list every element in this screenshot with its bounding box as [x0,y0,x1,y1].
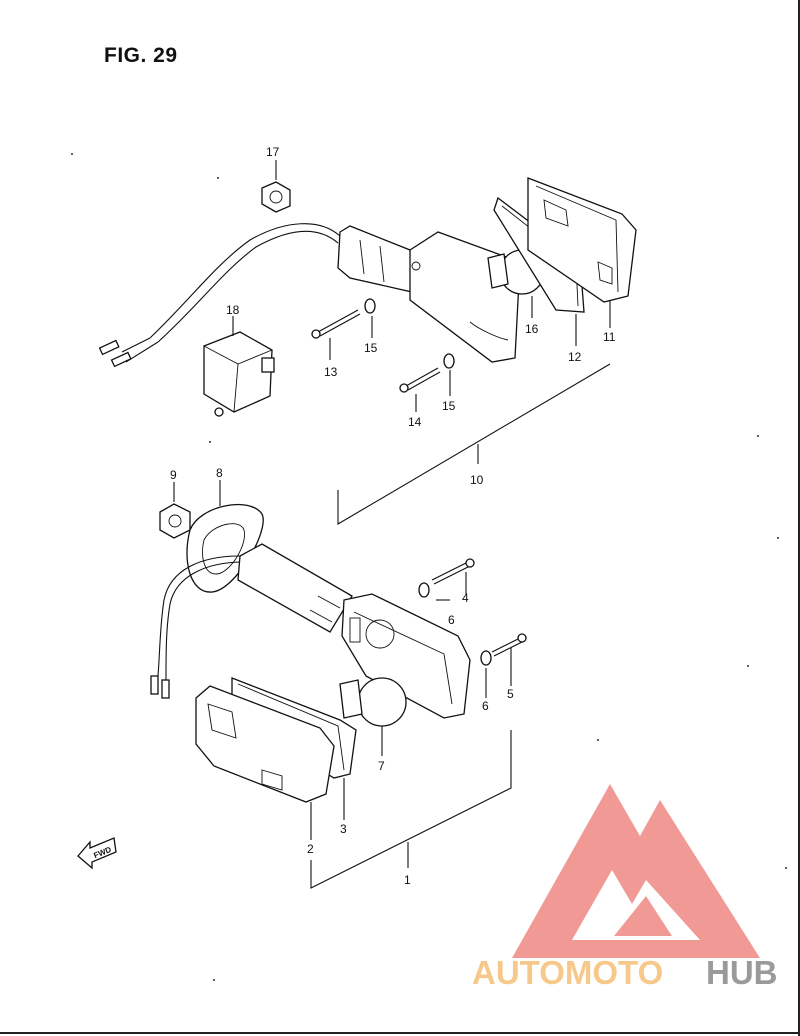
callout-6a: 6 [448,613,455,627]
upper-lens [527,177,637,303]
lower-screw-5 [491,633,527,657]
figure-title: FIG. 29 [104,44,178,67]
callout-4: 4 [462,591,469,605]
callout-8: 8 [216,466,223,480]
callout-14: 14 [408,415,422,429]
bracket-line-10 [337,363,611,525]
flasher-relay [203,331,275,417]
callout-16: 16 [525,322,539,336]
callout-11: 11 [603,330,616,344]
callout-15a: 15 [364,341,378,355]
callout-6b: 6 [482,699,489,713]
lower-washer-6a [418,582,430,598]
lower-screw-4 [431,558,475,585]
lower-nut [159,503,191,539]
upper-nut [261,181,291,213]
upper-screw-13 [311,309,361,339]
callout-3: 3 [340,822,347,836]
callout-7: 7 [378,759,385,773]
upper-washer-15a [364,298,376,314]
callout-12: 12 [568,350,582,364]
callout-18: 18 [226,303,240,317]
page-border-bottom [0,1032,800,1034]
callout-1: 1 [404,873,411,887]
lower-turn-signal-housing [341,593,471,719]
forward-arrow-icon: FWD [77,837,117,870]
lower-lens [195,685,335,803]
lower-bulb [339,677,407,727]
callout-15b: 15 [442,399,456,413]
upper-washer-15b [443,353,455,369]
callout-2: 2 [307,842,314,856]
page-border-right [798,0,800,1036]
bracket-line-1 [310,730,512,889]
callout-13: 13 [324,365,338,379]
callout-17: 17 [266,145,280,159]
upper-screw-14 [399,367,441,393]
automotohub-logo [512,784,760,958]
lower-stem [237,543,353,633]
upper-wire-harness [98,223,341,368]
watermark-text-automoto: AUTOMOTO [472,954,663,991]
lower-wire-harness [150,555,245,699]
callout-10: 10 [470,473,484,487]
lower-washer-6b [480,650,492,666]
callout-5: 5 [507,687,514,701]
watermark-text-hub: HUB [706,954,778,991]
callout-9: 9 [170,468,177,482]
